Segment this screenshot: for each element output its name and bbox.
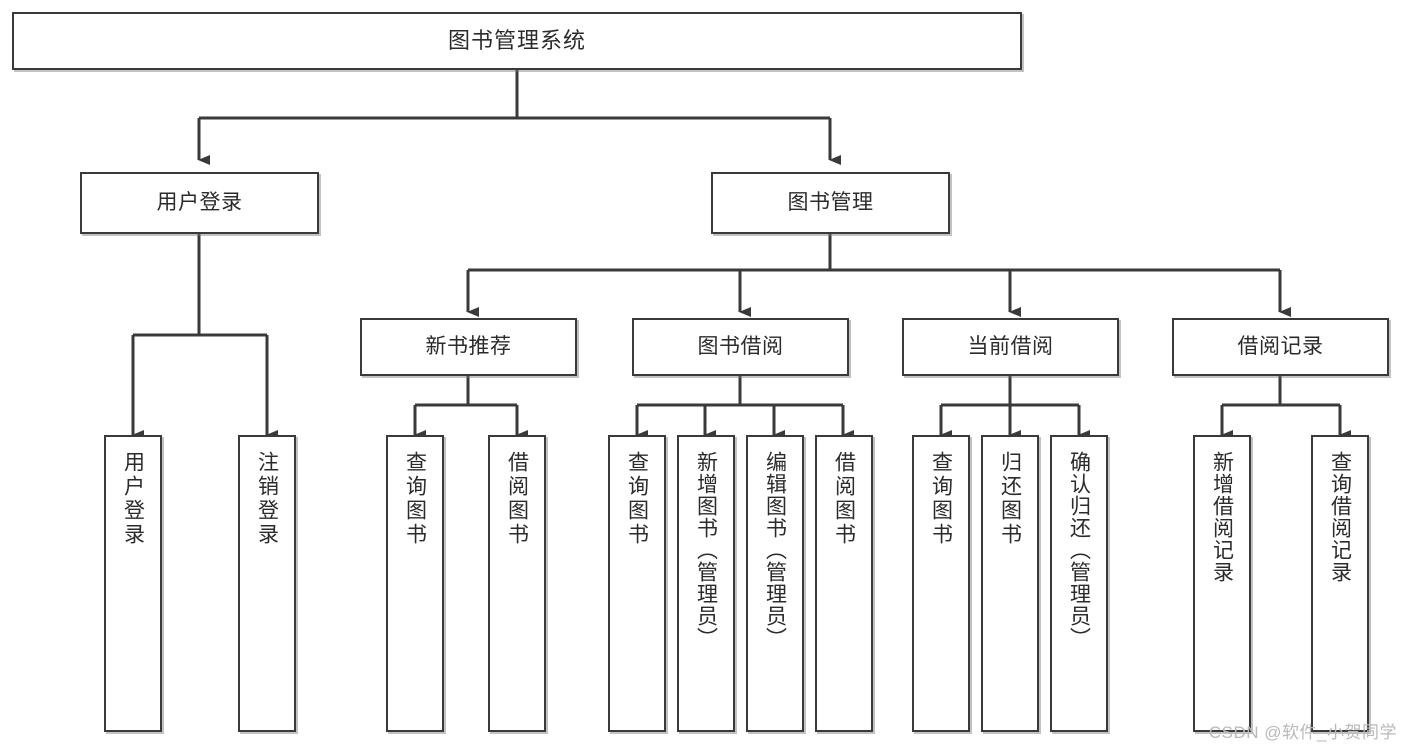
node-label: 查询图书 [403,451,427,547]
node-new-book-recommend[interactable]: 新书推荐 [360,318,577,376]
node-label: 查询图书 [929,451,953,547]
leaf-query-book-current[interactable]: 查询图书 [912,435,970,732]
leaf-return-book[interactable]: 归还图书 [981,435,1039,732]
leaf-borrow-book[interactable]: 借阅图书 [815,435,873,732]
node-borrow-record[interactable]: 借阅记录 [1172,318,1389,376]
node-root-book-management-system[interactable]: 图书管理系统 [12,12,1022,70]
leaf-add-borrow-record[interactable]: 新增借阅记录 [1193,435,1251,732]
leaf-query-book-borrow[interactable]: 查询图书 [608,435,666,732]
node-label: 借阅记录 [1237,334,1324,358]
node-label: 查询借阅记录 [1328,451,1352,583]
leaf-query-borrow-record[interactable]: 查询借阅记录 [1311,435,1369,732]
leaf-confirm-return[interactable]: 确认归还（管理员） [1050,435,1108,732]
node-label: 新增图书（管理员） [694,451,718,649]
watermark-text: CSDN @软件_小贺同学 [1208,723,1397,742]
node-label: 用户登录 [156,190,243,214]
node-label: 图书管理 [787,190,874,214]
node-label: 查询图书 [625,451,649,547]
node-label: 编辑图书（管理员） [763,451,787,649]
node-label: 新书推荐 [425,334,512,358]
node-label: 新增借阅记录 [1210,451,1234,583]
node-user-login[interactable]: 用户登录 [80,172,319,234]
node-label: 图书借阅 [697,334,784,358]
node-label: 当前借阅 [967,334,1054,358]
leaf-query-book-recommend[interactable]: 查询图书 [386,435,444,732]
node-label: 用户登录 [121,451,145,547]
leaf-add-book[interactable]: 新增图书（管理员） [677,435,735,732]
node-label: 确认归还（管理员） [1067,451,1091,649]
node-book-manage[interactable]: 图书管理 [711,172,950,234]
leaf-borrow-book-recommend[interactable]: 借阅图书 [488,435,546,732]
node-label: 图书管理系统 [447,28,586,54]
node-label: 借阅图书 [832,451,856,547]
node-current-borrow[interactable]: 当前借阅 [902,318,1119,376]
leaf-edit-book[interactable]: 编辑图书（管理员） [746,435,804,732]
node-label: 借阅图书 [505,451,529,547]
leaf-logout-login[interactable]: 注销登录 [238,435,296,732]
node-label: 注销登录 [255,451,279,547]
node-book-borrow[interactable]: 图书借阅 [632,318,849,376]
leaf-user-login[interactable]: 用户登录 [104,435,162,732]
node-label: 归还图书 [998,451,1022,547]
